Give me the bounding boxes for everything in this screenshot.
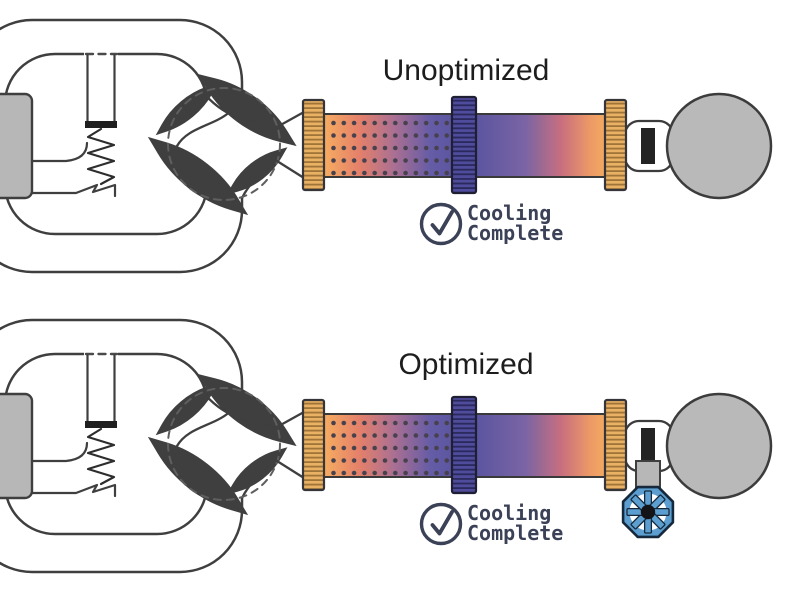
status-label-line1: Cooling — [467, 201, 551, 225]
checkmark-circle-icon — [419, 502, 463, 546]
status-label-line2: Complete — [467, 521, 563, 545]
optimized-panel: Optimized Cooling Complete — [0, 300, 800, 600]
status-label-line2: Complete — [467, 221, 563, 245]
panel-title: Unoptimized — [383, 54, 550, 87]
checkmark-circle-icon — [419, 202, 463, 246]
valve-handwheel-icon — [621, 459, 675, 539]
unoptimized-panel: Unoptimized Cooling Complete — [0, 0, 800, 300]
panel-title: Optimized — [398, 348, 533, 381]
status-label-line1: Cooling — [467, 501, 551, 525]
